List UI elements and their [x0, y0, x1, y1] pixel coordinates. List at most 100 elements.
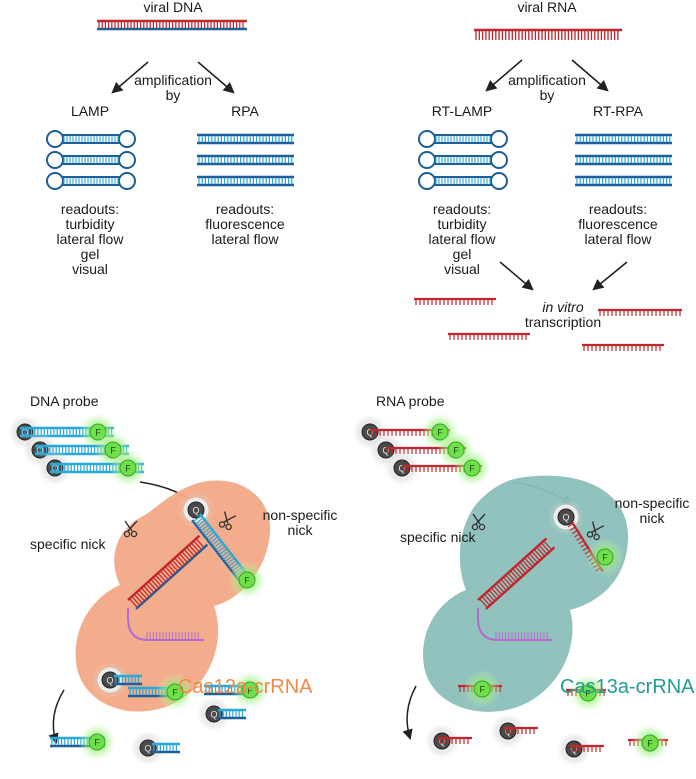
fluorophore-marker: F	[228, 561, 266, 599]
arrow-cas13-to-products	[402, 685, 417, 741]
cas13-nonspecific-probe: QF	[548, 499, 624, 576]
rtlamp-dumbbell	[418, 151, 508, 169]
cleaved-f-fragment: F	[458, 670, 502, 708]
cleaved-f-fragment: F	[628, 724, 669, 762]
fluorophore-marker: F	[463, 670, 502, 708]
svg-text:Q: Q	[562, 513, 569, 523]
arrow-rtrpa-to-ivt	[592, 261, 628, 291]
cas13-crrna	[477, 608, 552, 641]
svg-text:Q: Q	[366, 428, 373, 438]
transcript-strand	[448, 332, 530, 340]
dna-probe: QF	[37, 449, 147, 487]
svg-text:F: F	[602, 553, 608, 563]
svg-text:Q: Q	[438, 737, 445, 747]
svg-text:Q: Q	[192, 506, 199, 516]
svg-text:F: F	[244, 576, 250, 586]
method-rtrpa-label: RT-RPA	[592, 103, 644, 119]
lamp-dumbbells	[46, 130, 136, 190]
target-duplex	[127, 534, 209, 610]
viral-rna-strand	[474, 28, 622, 40]
svg-text:F: F	[453, 446, 459, 456]
quencher-marker: Q	[548, 499, 584, 535]
left-specific-nick-label: specific nick	[30, 536, 106, 552]
scissors-shape	[586, 521, 605, 541]
lamp-dumbbell	[46, 172, 136, 190]
scissors-icon	[586, 521, 605, 541]
rtlamp-dumbbell	[418, 130, 508, 148]
cleaved-f-fragment: F	[128, 673, 194, 711]
arrow-rna-to-rtlamp	[485, 59, 523, 92]
fragment	[152, 742, 180, 754]
right-specific-nick-label: specific nick	[400, 529, 476, 545]
target-duplex	[477, 537, 556, 610]
cas13-enzyme-body	[423, 475, 629, 712]
rpa-readouts: readouts: fluorescence lateral flow	[205, 201, 285, 247]
fragment	[218, 708, 246, 720]
left-amplification-label: amplification by	[134, 72, 212, 103]
viral-dna-strand	[97, 19, 247, 31]
cas12-nonspecific-probe: QF	[178, 492, 266, 599]
rpa-duplex	[197, 175, 294, 187]
rna-probe-label: RNA probe	[376, 393, 445, 409]
svg-text:Q: Q	[106, 676, 113, 686]
quencher-marker: Q	[556, 731, 592, 767]
transcribed-rna-strands	[414, 297, 682, 351]
rtlamp-readouts: readouts: turbidity lateral flow gel vis…	[428, 201, 496, 277]
quencher-marker: Q	[178, 492, 214, 528]
dna-probe-label: DNA probe	[30, 393, 99, 409]
fragment	[114, 674, 142, 686]
svg-text:F: F	[247, 686, 253, 696]
right-title: viral RNA	[517, 0, 577, 15]
cas13-crrna-ticks	[495, 632, 548, 640]
fluorophore-marker: F	[78, 723, 116, 761]
dna-duplex	[97, 19, 247, 31]
lamp-dumbbell	[46, 130, 136, 148]
arrow-dna-to-lamp	[111, 61, 149, 94]
svg-text:F: F	[172, 688, 178, 698]
rtrpa-duplex	[575, 133, 672, 145]
svg-text:Q: Q	[398, 464, 405, 474]
left-nonspecific-nick-label: non-specific nick	[262, 507, 338, 538]
rtrpa-readouts: readouts: fluorescence lateral flow	[578, 201, 658, 247]
transcript-strand	[598, 308, 682, 316]
fragment	[570, 744, 604, 752]
svg-text:Q: Q	[570, 745, 577, 755]
svg-text:Q: Q	[504, 727, 511, 737]
crrna-ticks	[146, 632, 199, 640]
cleaved-f-fragment: F	[566, 674, 607, 712]
rtrpa-duplex	[575, 175, 672, 187]
svg-text:F: F	[437, 428, 443, 438]
fluorophore-marker: F	[631, 724, 669, 762]
method-rpa-label: RPA	[231, 103, 259, 119]
arrow-dna-to-rpa	[197, 61, 235, 94]
rpa-duplexes	[197, 133, 294, 187]
quencher-marker: Q	[424, 723, 460, 759]
cas12-crrna	[127, 608, 204, 641]
cas12-target-duplex	[127, 534, 209, 610]
right-amplification-label: amplification by	[508, 72, 586, 103]
scissors-shape	[471, 513, 486, 531]
quencher-marker: Q	[490, 713, 526, 749]
svg-text:F: F	[125, 464, 131, 474]
method-lamp-label: LAMP	[70, 103, 110, 119]
fluorophore-marker: F	[231, 671, 269, 709]
rtlamp-dumbbells	[418, 130, 508, 190]
left-title: viral DNA	[143, 0, 203, 15]
svg-text:F: F	[469, 464, 475, 474]
fragment	[438, 736, 472, 744]
fluorophore-marker: F	[569, 674, 607, 712]
scissors-shape	[123, 520, 138, 538]
fragment	[504, 726, 538, 734]
rtrpa-duplexes	[575, 133, 672, 187]
arrow-rtlamp-to-ivt	[499, 261, 534, 291]
arrow-rna-to-rtrpa	[571, 59, 609, 92]
cas12-crrna-ticks	[146, 632, 199, 640]
right-nonspecific-nick-label: non-specific nick	[614, 495, 690, 526]
quencher-marker: Q	[384, 450, 420, 486]
rpa-duplex	[197, 154, 294, 166]
